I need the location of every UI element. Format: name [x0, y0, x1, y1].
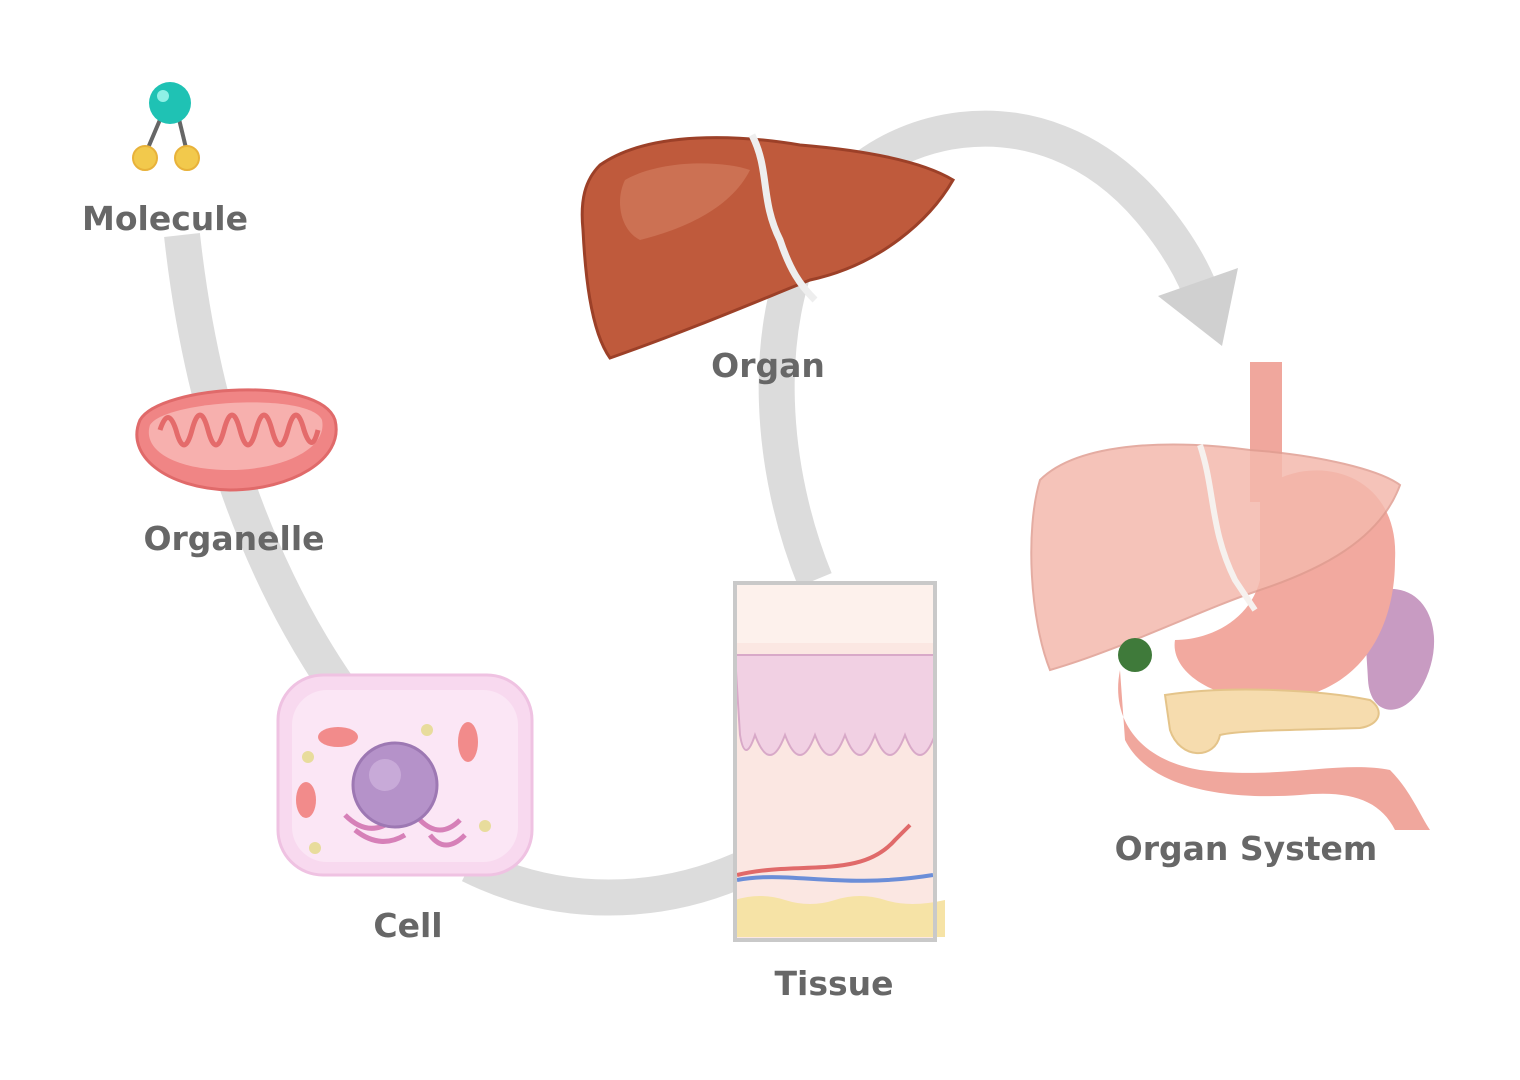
molecule-illustration [132, 82, 200, 171]
label-organ-system: Organ System [1115, 829, 1378, 868]
tissue-illustration [733, 581, 945, 942]
path-cell-to-tissue [461, 848, 748, 916]
label-organelle: Organelle [143, 519, 324, 558]
label-molecule: Molecule [82, 199, 248, 238]
mitochondrion-illustration [135, 388, 338, 492]
arrowhead-icon [1158, 268, 1238, 346]
cell-illustration [276, 673, 534, 877]
label-organ: Organ [711, 346, 825, 385]
liver-illustration [580, 133, 956, 360]
digestive-system-illustration [1030, 362, 1435, 830]
label-cell: Cell [373, 906, 442, 945]
label-tissue: Tissue [775, 964, 894, 1003]
